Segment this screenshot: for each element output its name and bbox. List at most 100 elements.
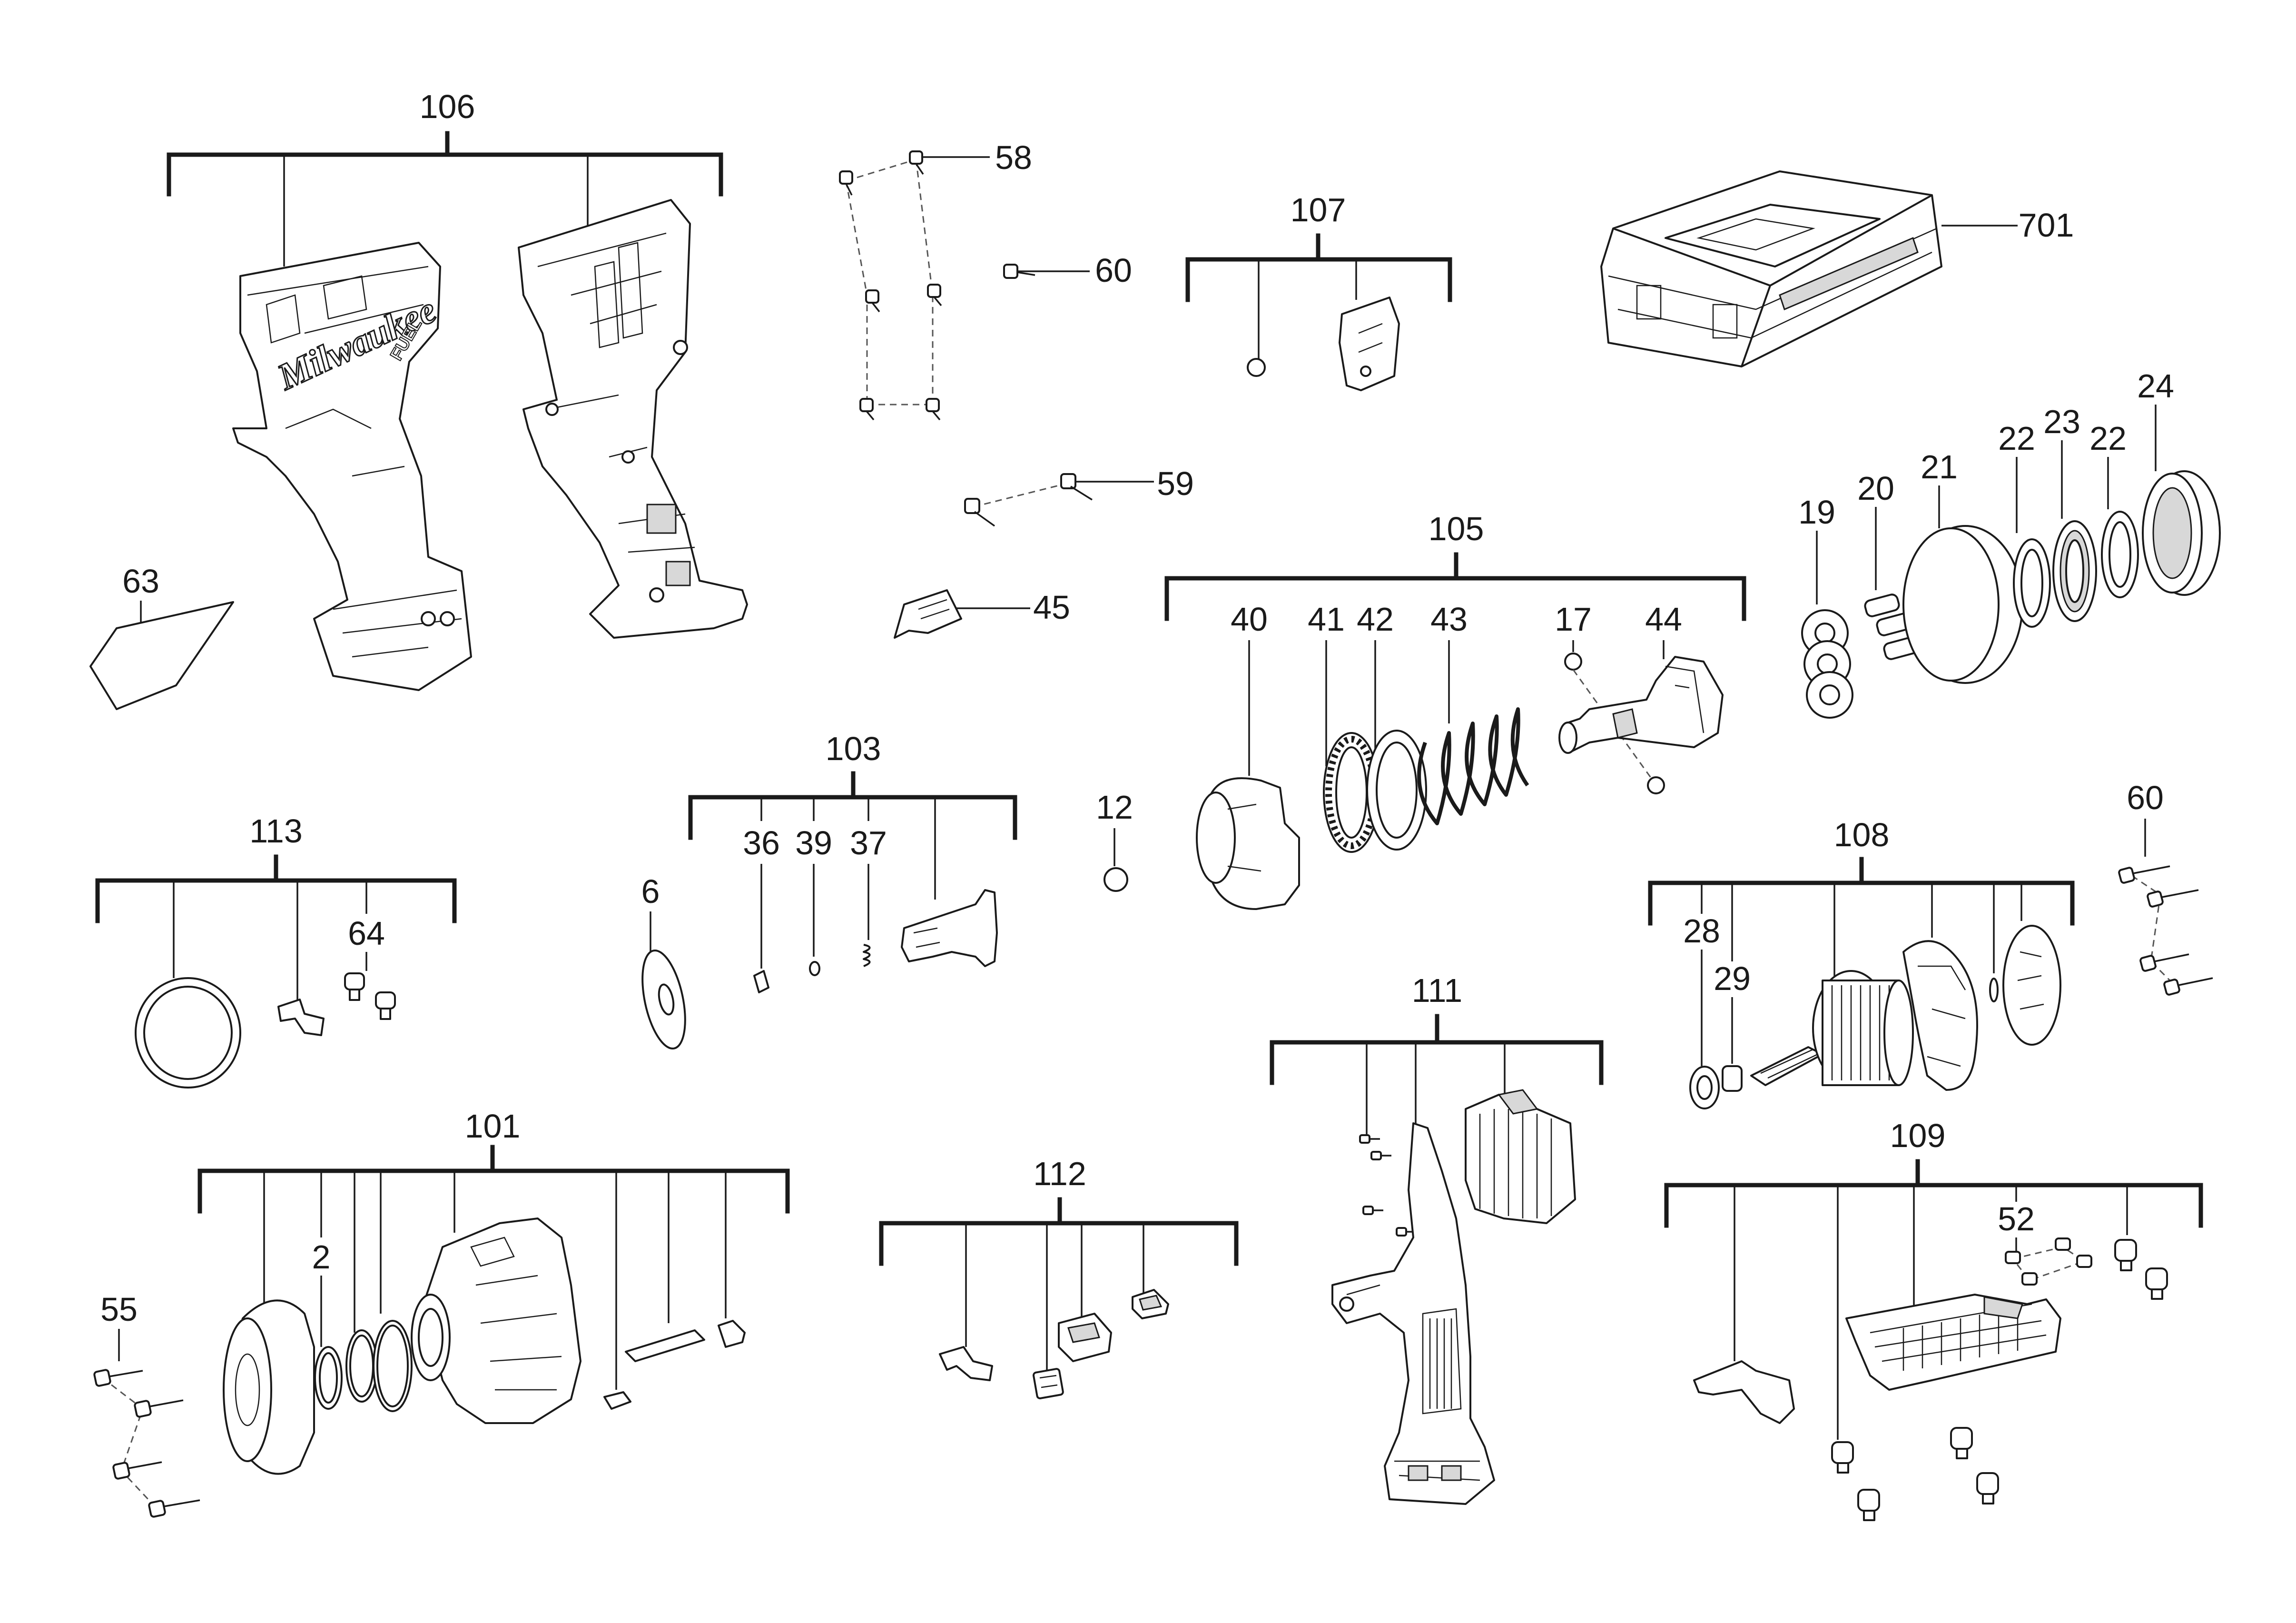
callout-44[interactable]: 44 [1645,601,1682,638]
ball-12[interactable] [1104,867,1128,892]
cap-screw-109-e[interactable] [2114,1239,2137,1271]
callout-108[interactable]: 108 [1834,816,1890,853]
callout-60-right[interactable]: 60 [2127,779,2164,816]
callout-107[interactable]: 107 [1291,191,1346,228]
callout-6[interactable]: 6 [641,873,660,910]
callout-2[interactable]: 2 [312,1238,331,1276]
connector-112-b[interactable] [1132,1289,1169,1319]
bearing-28[interactable] [1689,1066,1720,1109]
callout-59[interactable]: 59 [1157,465,1194,502]
clip-113[interactable] [277,999,325,1036]
cap-screw-109-a[interactable] [1831,1441,1854,1474]
callout-701[interactable]: 701 [2019,207,2074,244]
callout-58[interactable]: 58 [995,139,1032,176]
o-ring-101[interactable] [345,1329,378,1403]
screw-55-d[interactable] [148,1499,200,1518]
spring-37[interactable] [863,944,871,967]
slide-bar-101[interactable] [625,1329,705,1362]
screw-60-r4[interactable] [2163,977,2213,996]
callout-17[interactable]: 17 [1555,601,1592,638]
screw-55-a[interactable] [93,1369,143,1387]
carry-case[interactable] [1600,170,1942,367]
screw-59-a[interactable] [964,498,995,527]
stator-111[interactable] [1465,1089,1576,1224]
planet-gears[interactable] [1801,609,1853,719]
magnet-disc-108[interactable] [2002,925,2061,1046]
callout-60-top[interactable]: 60 [1095,252,1132,289]
screw-107[interactable] [1247,358,1266,377]
pin-108[interactable] [1989,978,1999,1002]
switch-lever[interactable] [894,589,962,639]
callout-41[interactable]: 41 [1308,601,1345,638]
screw-60-r3[interactable] [2139,953,2189,972]
callout-45[interactable]: 45 [1033,589,1070,626]
washer-42[interactable] [1366,730,1427,851]
detent-pin-36[interactable] [753,970,769,993]
callout-23[interactable]: 23 [2043,403,2080,440]
callout-24[interactable]: 24 [2137,367,2174,405]
callout-101[interactable]: 101 [465,1108,521,1145]
screw-58-c[interactable] [865,289,880,313]
callout-39[interactable]: 39 [795,824,832,861]
screw-59-b[interactable] [1060,473,1093,501]
ball-17-bottom[interactable] [1647,776,1665,794]
label-plate[interactable] [89,601,234,710]
housing-right-half[interactable] [518,199,748,639]
ball-39[interactable] [809,961,820,976]
switch-block-112[interactable] [1058,1313,1112,1362]
callout-21[interactable]: 21 [1921,448,1958,485]
screw-64-a[interactable] [344,972,365,1001]
electronics-board-111[interactable] [1331,1122,1495,1505]
callout-20[interactable]: 20 [1857,470,1894,507]
screw-52-c[interactable] [2076,1255,2092,1268]
callout-109[interactable]: 109 [1890,1117,1946,1154]
cover-ring-113[interactable] [135,977,241,1089]
washer-22-a[interactable] [2013,538,2051,628]
cap-screw-109-d[interactable] [1976,1472,1999,1504]
ring-gear-24[interactable] [2142,470,2221,596]
housing-left-half[interactable]: Milwaukee FUEL [232,242,472,691]
cap-screw-109-b[interactable] [1857,1489,1880,1521]
bracket-112-a[interactable] [939,1346,993,1381]
gear-pins[interactable] [1864,594,1919,661]
gear-case-101[interactable] [411,1217,581,1424]
callout-22a[interactable]: 22 [1998,420,2035,457]
callout-19[interactable]: 19 [1798,494,1835,531]
rotor-108[interactable] [1750,970,1914,1086]
callout-52[interactable]: 52 [1998,1200,2035,1237]
callout-111[interactable]: 111 [1412,972,1462,1009]
callout-113[interactable]: 113 [249,812,303,850]
battery-terminal-block-109[interactable] [1845,1294,2061,1391]
screw-52-b[interactable] [2055,1237,2071,1251]
screw-58-b[interactable] [909,150,924,175]
screw-55-c[interactable] [112,1461,162,1480]
callout-28[interactable]: 28 [1683,912,1720,950]
callout-103[interactable]: 103 [826,730,881,767]
clip-101-b[interactable] [718,1320,746,1348]
callout-112[interactable]: 112 [1033,1155,1086,1192]
gear-housing-21[interactable] [1902,525,2023,684]
callout-42[interactable]: 42 [1357,601,1394,638]
screw-55-b[interactable] [134,1399,184,1418]
screw-60[interactable] [1003,264,1035,279]
callout-55[interactable]: 55 [100,1291,138,1328]
spring-43[interactable] [1417,707,1529,825]
screw-58-d[interactable] [927,284,942,307]
callout-64[interactable]: 64 [348,915,385,952]
callout-29[interactable]: 29 [1714,960,1751,997]
screw-60-r2[interactable] [2147,889,2199,908]
screw-58-a[interactable] [839,170,853,196]
callout-40[interactable]: 40 [1231,601,1268,638]
bracket-plate-107[interactable] [1339,297,1400,391]
callout-12[interactable]: 12 [1096,789,1133,826]
callout-43[interactable]: 43 [1430,601,1468,638]
bushing-29[interactable] [1722,1065,1743,1092]
callout-106[interactable]: 106 [420,88,475,125]
retaining-ring-2[interactable] [314,1346,343,1410]
callout-22b[interactable]: 22 [2089,420,2127,457]
cap-screw-109-f[interactable] [2145,1267,2168,1300]
callout-36[interactable]: 36 [743,824,780,861]
screw-60-r1[interactable] [2118,865,2170,884]
clip-101-a[interactable] [603,1391,631,1410]
callout-63[interactable]: 63 [122,563,159,600]
